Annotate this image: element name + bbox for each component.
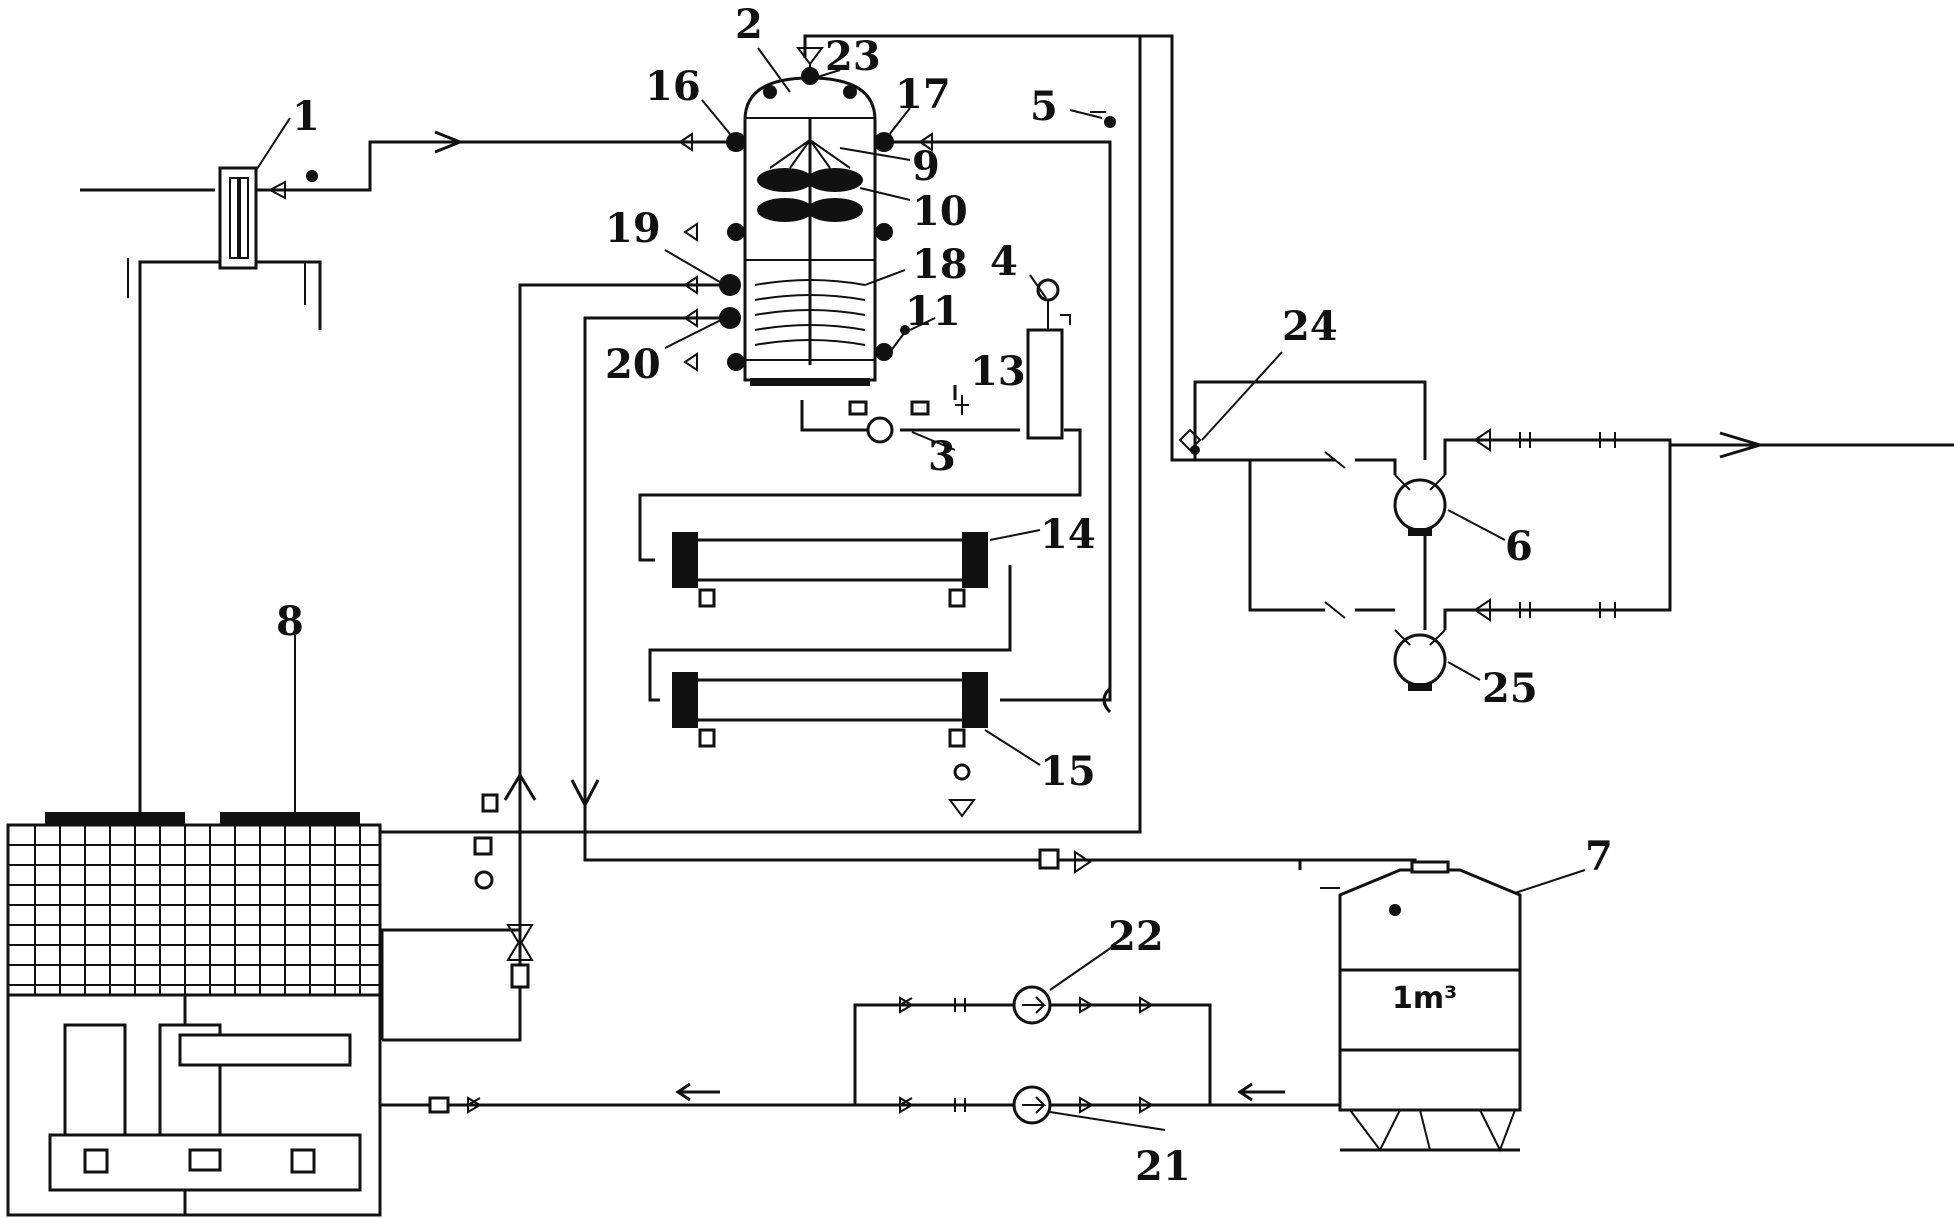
label-4: 4 — [990, 238, 1018, 285]
circulation-pump-3 — [848, 395, 969, 444]
label-13: 13 — [970, 348, 1026, 395]
label-24: 24 — [1282, 303, 1338, 350]
component-labels: 1 2 3 4 5 6 7 8 9 10 11 13 14 15 16 17 1… — [276, 1, 1613, 1190]
label-2: 2 — [735, 1, 763, 48]
label-6: 6 — [1505, 523, 1533, 570]
storage-tank-7: 1m³ — [1320, 860, 1522, 1153]
label-9: 9 — [912, 143, 940, 190]
pump-25 — [1393, 629, 1447, 691]
suction-valves — [428, 996, 1154, 1114]
label-17: 17 — [895, 71, 951, 118]
instrument-cluster — [473, 793, 1092, 989]
condenser-grille — [8, 825, 380, 995]
label-14: 14 — [1040, 511, 1096, 558]
heating-coil — [754, 279, 866, 346]
sensor-5 — [1090, 111, 1116, 128]
label-19: 19 — [605, 205, 661, 252]
packing-media — [757, 139, 863, 222]
label-11: 11 — [905, 288, 961, 335]
label-3: 3 — [928, 433, 956, 480]
tank-capacity-label: 1m³ — [1392, 981, 1457, 1016]
check-valves-discharge — [1178, 428, 1616, 622]
refrigeration-unit-8 — [6, 812, 382, 1217]
pump-21 — [1012, 1085, 1052, 1125]
leader-lines — [254, 47, 1586, 1131]
label-22: 22 — [1108, 913, 1164, 960]
membrane-module-14 — [672, 532, 988, 608]
pump-6 — [1393, 474, 1447, 536]
label-25: 25 — [1482, 665, 1538, 712]
reaction-vessel-2 — [678, 47, 933, 386]
label-21: 21 — [1135, 1143, 1191, 1190]
label-8: 8 — [276, 598, 304, 645]
label-20: 20 — [605, 341, 661, 388]
label-5: 5 — [1030, 83, 1058, 130]
label-23: 23 — [825, 33, 881, 80]
label-16: 16 — [645, 63, 701, 110]
label-18: 18 — [912, 241, 968, 288]
membrane-module-15 — [672, 672, 988, 818]
plate-heat-exchanger-1 — [127, 166, 318, 305]
label-7: 7 — [1585, 833, 1613, 880]
pump-22 — [1012, 985, 1052, 1025]
label-10: 10 — [912, 188, 968, 235]
filter-4 — [1026, 278, 1071, 440]
label-15: 15 — [1040, 748, 1096, 795]
label-1: 1 — [292, 93, 320, 140]
